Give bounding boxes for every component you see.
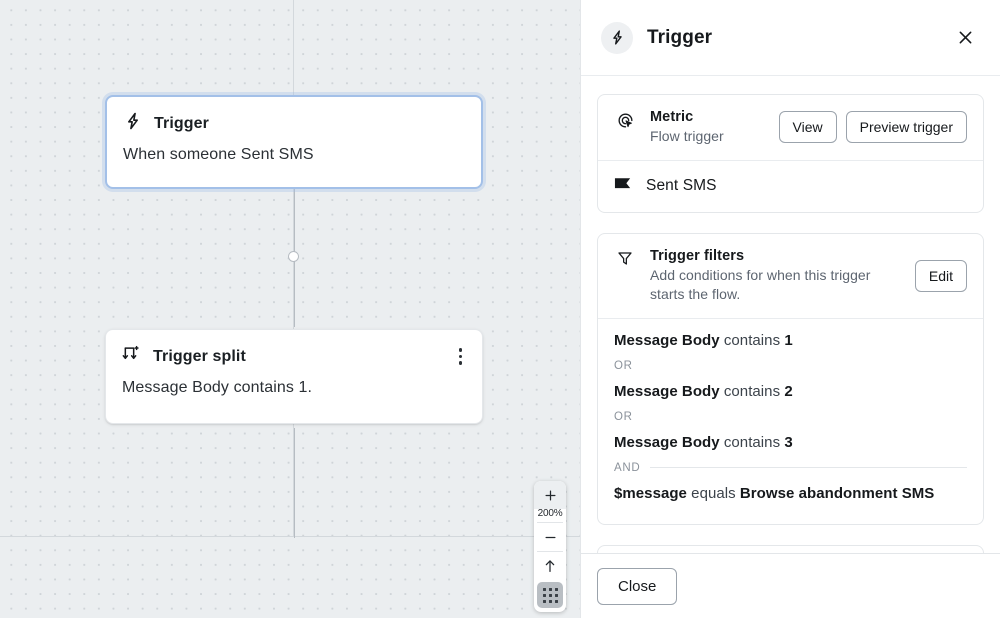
trigger-filters-divider bbox=[598, 317, 983, 319]
flow-node-trigger-split-header: Trigger split bbox=[106, 330, 482, 369]
panel-footer: Close bbox=[581, 553, 1000, 618]
filter-condition: Message Body contains 2 bbox=[614, 382, 793, 400]
flow-node-trigger-split-body: Message Body contains 1. bbox=[122, 379, 313, 396]
metric-value-row: Sent SMS bbox=[598, 161, 983, 212]
flow-node-trigger[interactable]: Trigger When someone Sent SMS bbox=[105, 95, 483, 189]
flow-node-trigger-split[interactable]: Trigger split Message Body contains 1. bbox=[105, 329, 483, 424]
funnel-icon bbox=[614, 250, 636, 268]
zoom-in-button[interactable] bbox=[534, 481, 566, 509]
flow-node-trigger-header: Trigger bbox=[107, 97, 481, 136]
trigger-filters-card: Trigger filters Add conditions for when … bbox=[597, 232, 984, 525]
zoom-level-label: 200% bbox=[537, 508, 563, 519]
canvas-zoom-controls[interactable]: 200% bbox=[534, 481, 566, 612]
flow-filters-header: Flow filters bbox=[598, 546, 983, 553]
close-icon[interactable] bbox=[950, 23, 980, 53]
trigger-filters-subtitle: Add conditions for when this trigger sta… bbox=[650, 266, 871, 302]
view-button[interactable]: View bbox=[778, 111, 837, 144]
connector-edge-split-下 bbox=[294, 428, 295, 538]
flag-icon bbox=[614, 176, 633, 197]
filter-conjunction: OR bbox=[614, 359, 633, 372]
flow-filters-card: Flow filters bbox=[597, 544, 984, 553]
filter-condition: $message equals Browse abandonment SMS bbox=[614, 484, 935, 502]
canvas-region-left bbox=[0, 0, 294, 537]
trigger-filters-header: Trigger filters Add conditions for when … bbox=[598, 234, 983, 318]
trigger-filters-texts: Trigger filters Add conditions for when … bbox=[650, 248, 901, 304]
trigger-filters-conditions: Message Body contains 1 OR Message Body co… bbox=[598, 319, 983, 524]
filter-condition: Message Body contains 3 bbox=[614, 433, 793, 451]
trigger-filters-actions: Edit bbox=[914, 259, 967, 292]
lightning-bolt-icon bbox=[123, 111, 143, 136]
panel-header: Trigger bbox=[581, 0, 1000, 76]
preview-trigger-button[interactable]: Preview trigger bbox=[845, 111, 967, 144]
metric-card: Metric Flow trigger View Preview trigger bbox=[597, 94, 984, 213]
flow-canvas[interactable]: Trigger When someone Sent SMS Trigger sp… bbox=[0, 0, 580, 618]
metric-card-subtitle: Flow trigger bbox=[650, 128, 724, 144]
zoom-divider-2 bbox=[537, 551, 563, 552]
filter-conjunction: OR bbox=[614, 410, 633, 423]
panel-scroll-area[interactable]: Metric Flow trigger View Preview trigger bbox=[581, 76, 1000, 553]
split-branch-icon bbox=[122, 344, 142, 369]
metric-card-actions: View Preview trigger bbox=[778, 111, 967, 144]
flow-node-trigger-title: Trigger bbox=[154, 114, 209, 132]
metric-card-header: Metric Flow trigger View Preview trigger bbox=[598, 95, 983, 160]
connector-add-node-handle[interactable] bbox=[288, 251, 299, 262]
flow-node-trigger-split-title: Trigger split bbox=[153, 347, 246, 365]
panel-title: Trigger bbox=[647, 26, 713, 48]
filter-condition: Message Body contains 1 bbox=[614, 331, 793, 349]
canvas-region-right bbox=[294, 0, 580, 537]
close-button[interactable]: Close bbox=[597, 567, 678, 605]
trigger-filters-title: Trigger filters bbox=[650, 247, 745, 264]
lightning-bolt-icon bbox=[601, 21, 633, 54]
zoom-divider-1 bbox=[537, 522, 563, 523]
metric-card-texts: Metric Flow trigger bbox=[650, 109, 765, 146]
filter-conjunction: AND bbox=[614, 459, 967, 476]
trigger-detail-panel: Trigger bbox=[580, 0, 1000, 618]
metric-value-label: Sent SMS bbox=[646, 177, 717, 195]
zoom-out-button[interactable] bbox=[534, 523, 566, 551]
grid-toggle-button[interactable] bbox=[537, 582, 563, 608]
edit-trigger-filters-button[interactable]: Edit bbox=[914, 259, 967, 292]
flow-node-trigger-body: When someone Sent SMS bbox=[123, 146, 314, 163]
flow-node-trigger-split-menu-button[interactable] bbox=[455, 346, 467, 367]
reset-view-button[interactable] bbox=[534, 552, 566, 580]
metric-card-title: Metric bbox=[650, 109, 694, 125]
metric-target-icon bbox=[614, 111, 636, 130]
metric-card-divider bbox=[598, 159, 983, 161]
